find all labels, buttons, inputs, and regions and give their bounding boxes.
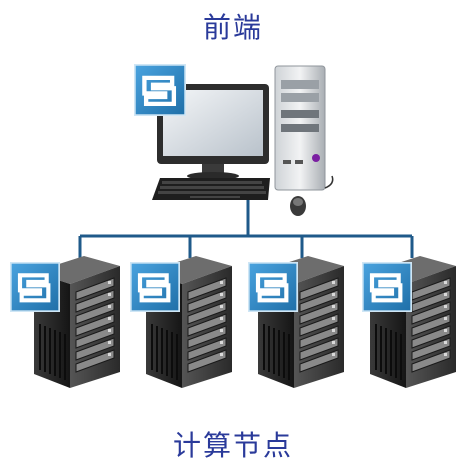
frontend-title: 前端 <box>202 11 263 44</box>
brand-logo-icon <box>131 263 179 311</box>
brand-logo-icon <box>11 263 59 311</box>
network-connectors <box>78 200 414 258</box>
compute-node-4 <box>363 255 457 389</box>
compute-nodes-title: 计算节点 <box>172 429 293 462</box>
compute-node-1 <box>11 255 121 389</box>
compute-node-3 <box>249 255 345 389</box>
brand-logo-icon <box>363 263 411 311</box>
frontend-logo-icon <box>135 65 185 115</box>
compute-node-2 <box>131 255 233 389</box>
brand-logo-icon <box>249 263 297 311</box>
